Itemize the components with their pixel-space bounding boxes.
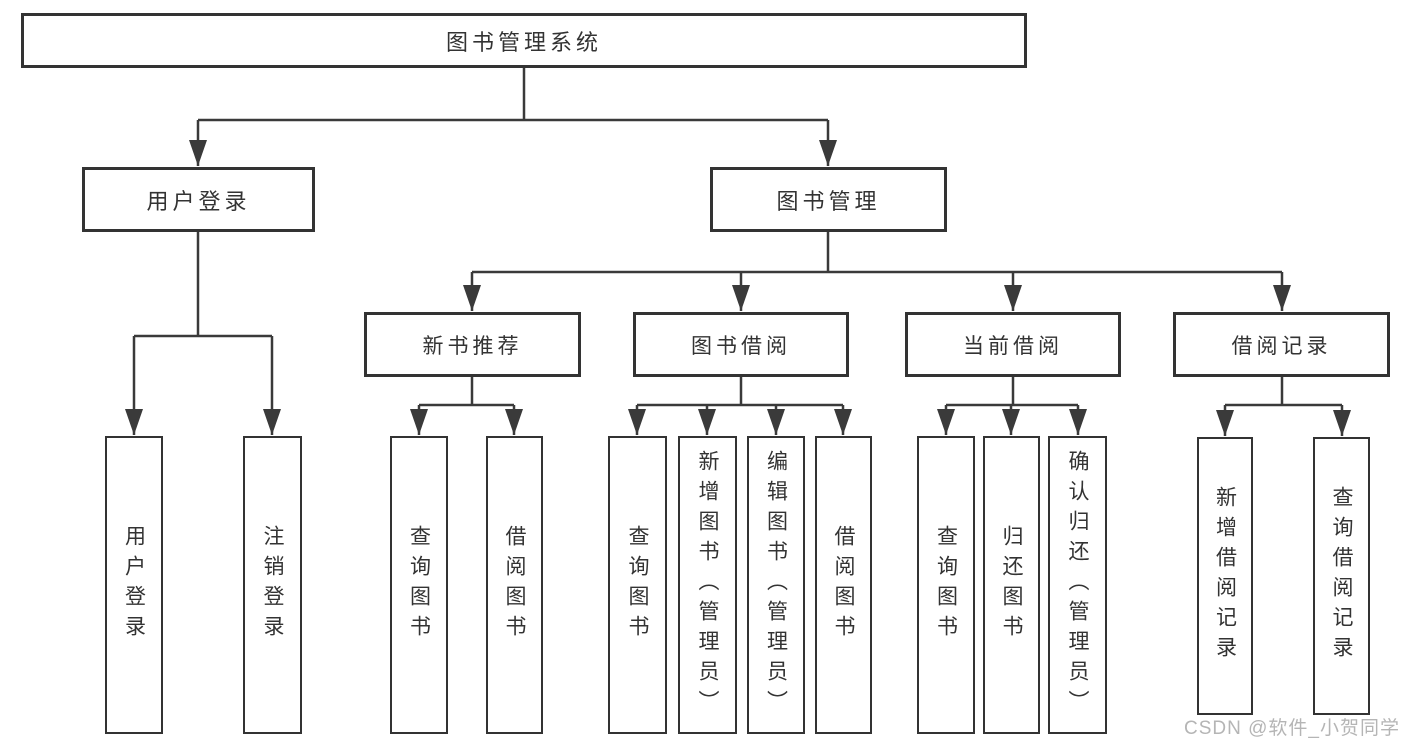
leaf-borrow-edit-admin-label: 编辑图书（管理员） — [764, 450, 788, 720]
leaf-borrow-query: 查询图书 — [608, 436, 667, 734]
leaf-newbook-borrow-label: 借阅图书 — [503, 525, 526, 645]
leaf-current-query-label: 查询图书 — [934, 525, 958, 645]
leaf-current-return: 归还图书 — [983, 436, 1040, 734]
leaf-borrow-books: 借阅图书 — [815, 436, 872, 734]
node-book-borrow: 图书借阅 — [633, 312, 849, 377]
leaf-current-query: 查询图书 — [917, 436, 975, 734]
leaf-newbook-query: 查询图书 — [390, 436, 448, 734]
node-user-login: 用户登录 — [82, 167, 315, 232]
leaf-newbook-query-label: 查询图书 — [407, 525, 431, 645]
leaf-logout: 注销登录 — [243, 436, 302, 734]
node-current-borrow: 当前借阅 — [905, 312, 1121, 377]
leaf-record-add-label: 新增借阅记录 — [1213, 486, 1237, 666]
leaf-current-confirm-admin: 确认归还（管理员） — [1048, 436, 1107, 734]
leaf-newbook-borrow: 借阅图书 — [486, 436, 543, 734]
leaf-record-query: 查询借阅记录 — [1313, 437, 1370, 715]
leaf-logout-label: 注销登录 — [261, 525, 284, 645]
node-new-book-recommend: 新书推荐 — [364, 312, 581, 377]
node-borrow-records: 借阅记录 — [1173, 312, 1390, 377]
leaf-borrow-add-admin: 新增图书（管理员） — [678, 436, 737, 734]
leaf-borrow-edit-admin: 编辑图书（管理员） — [747, 436, 805, 734]
leaf-borrow-query-label: 查询图书 — [626, 525, 649, 645]
leaf-current-return-label: 归还图书 — [1000, 525, 1023, 645]
leaf-record-add: 新增借阅记录 — [1197, 437, 1253, 715]
leaf-user-login: 用户登录 — [105, 436, 163, 734]
leaf-borrow-add-admin-label: 新增图书（管理员） — [696, 450, 719, 720]
leaf-current-confirm-admin-label: 确认归还（管理员） — [1066, 450, 1089, 720]
node-root: 图书管理系统 — [21, 13, 1027, 68]
leaf-user-login-label: 用户登录 — [122, 525, 146, 645]
leaf-record-query-label: 查询借阅记录 — [1330, 486, 1353, 666]
leaf-borrow-books-label: 借阅图书 — [832, 525, 855, 645]
csdn-watermark: CSDN @软件_小贺同学 — [1184, 718, 1400, 739]
node-book-management: 图书管理 — [710, 167, 947, 232]
